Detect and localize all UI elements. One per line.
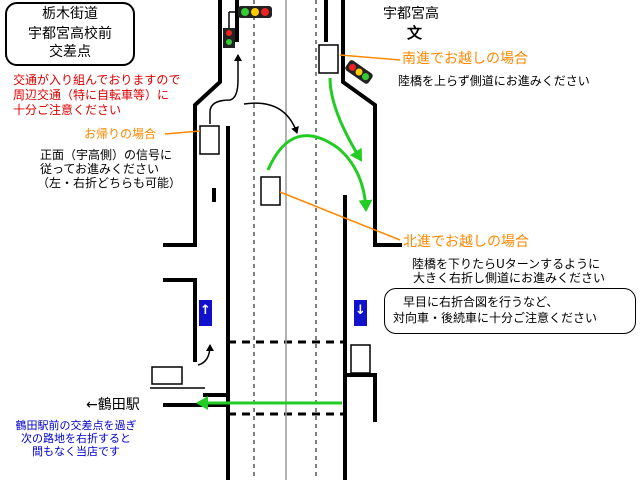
station-line-3: 間もなく当店です [32, 445, 120, 458]
lane-arrow-down: ↓ [355, 303, 366, 318]
green-route-arrows [196, 77, 373, 410]
return-line-3: （左・右折どちらも可能） [37, 176, 182, 190]
warning-line-1: 交通が入り組んでおりますので [13, 73, 181, 87]
title-box [5, 2, 135, 66]
return-line-1: 正面（宇高側）の信号に [40, 148, 173, 162]
notice-line-2: 対向車・後続車に十分ご注意ください [393, 311, 598, 325]
station-label: ←鶴田駅 [86, 397, 140, 413]
notice-line-1: 早目に右折合図を行うなど、 [403, 295, 559, 309]
southbound-text: 陸橋を上らず側道にお進みください [398, 74, 590, 88]
station-line-2: 次の路地を右折すると [21, 432, 131, 445]
car-icon-southbound [318, 44, 339, 74]
lane-arrow-down-panel [354, 300, 367, 326]
lane-arrow-up: ↑ [200, 303, 211, 318]
car-icon-northbound [260, 176, 281, 206]
warning-line-3: 十分ご注意ください [13, 103, 122, 117]
southbound-heading: 南進でお越しの場合 [402, 51, 528, 67]
northbound-line-2: 大きく右折し側道にお進みください [413, 271, 606, 285]
orange-leader-lines [164, 54, 401, 241]
return-heading: お帰りの場合 [84, 127, 157, 141]
notice-box [384, 288, 636, 334]
title-line-3: 交差点 [49, 44, 91, 60]
school-symbol: 文 [407, 24, 423, 42]
car-icons [151, 44, 371, 385]
car-icon-lower-right [350, 344, 371, 374]
title-line-1: 栃木街道 [42, 6, 98, 22]
car-icon-return [199, 125, 220, 155]
station-line-1: 鶴田駅前の交差点を過ぎ [15, 419, 137, 432]
tilted-signal-icon [345, 60, 373, 84]
black-route-arrows [197, 54, 299, 366]
warning-line-2: 周辺交通（特に自転車等）に [13, 88, 170, 102]
lane-arrow-up-panel [199, 300, 212, 326]
traffic-signal-icon [223, 6, 272, 48]
school-name: 宇都宮高 [383, 6, 439, 22]
return-line-2: 従ってお進みください [40, 162, 160, 176]
northbound-heading: 北進でお越しの場合 [403, 234, 529, 250]
lane-dashes [253, 0, 317, 480]
northbound-line-1: 陸橋を下りたらUターンするように [412, 257, 601, 271]
title-line-2: 宇都宮高校前 [28, 26, 112, 42]
car-icon-side-road [151, 366, 183, 385]
